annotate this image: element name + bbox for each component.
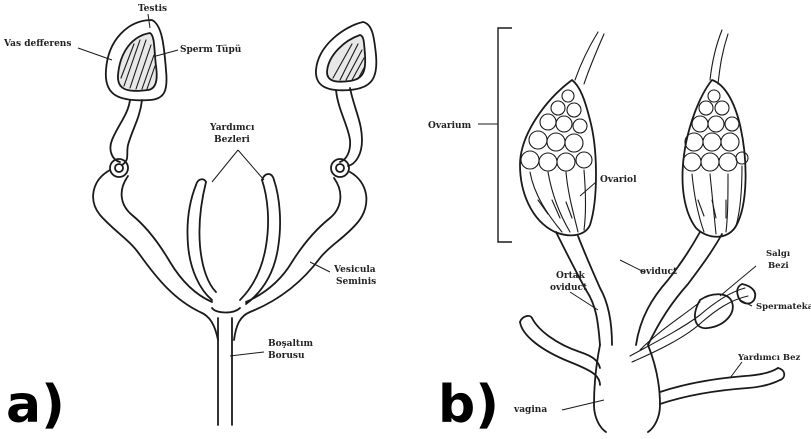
panel-b-label: b) [438, 375, 499, 435]
label-ejaculatory-1: Boşaltım [268, 339, 314, 349]
label-common-oviduct-1: Ortak [556, 271, 586, 281]
label-vesicula-2: Seminis [336, 277, 376, 287]
panel-b-female-system: Ovarium Ovariol oviduct Ortak oviduct Sa… [428, 28, 811, 435]
label-vesicula-1: Vesicula [333, 265, 376, 275]
label-common-oviduct-2: oviduct [550, 283, 588, 293]
label-ovariole: Ovariol [600, 175, 637, 185]
left-testis [106, 20, 167, 100]
label-oviduct: oviduct [640, 267, 678, 277]
label-vas-deferens: Vas defferens [3, 39, 71, 49]
right-ovary [683, 80, 749, 237]
label-ovarium: Ovarium [428, 121, 472, 131]
label-testis: Testis [138, 4, 167, 14]
panel-a-male-system: Testis Vas defferens Sperm Tüpü Yardımcı… [3, 4, 376, 435]
right-testis [316, 22, 376, 90]
left-ovary [520, 80, 596, 235]
label-gland-2: Bezi [768, 261, 789, 271]
label-ejaculatory-2: Borusu [268, 351, 305, 361]
label-sperm-tube: Sperm Tüpü [180, 44, 242, 55]
label-accessory-gland: Yardımcı Bez [737, 353, 801, 363]
panel-a-label: a) [6, 375, 65, 435]
label-accessory-glands-1: Yardımcı [209, 123, 255, 133]
label-gland-1: Salgı [766, 249, 791, 259]
label-vagina: vagina [513, 405, 547, 415]
label-spermatheca: Spermateka [756, 302, 811, 312]
label-accessory-glands-2: Bezleri [214, 135, 250, 145]
